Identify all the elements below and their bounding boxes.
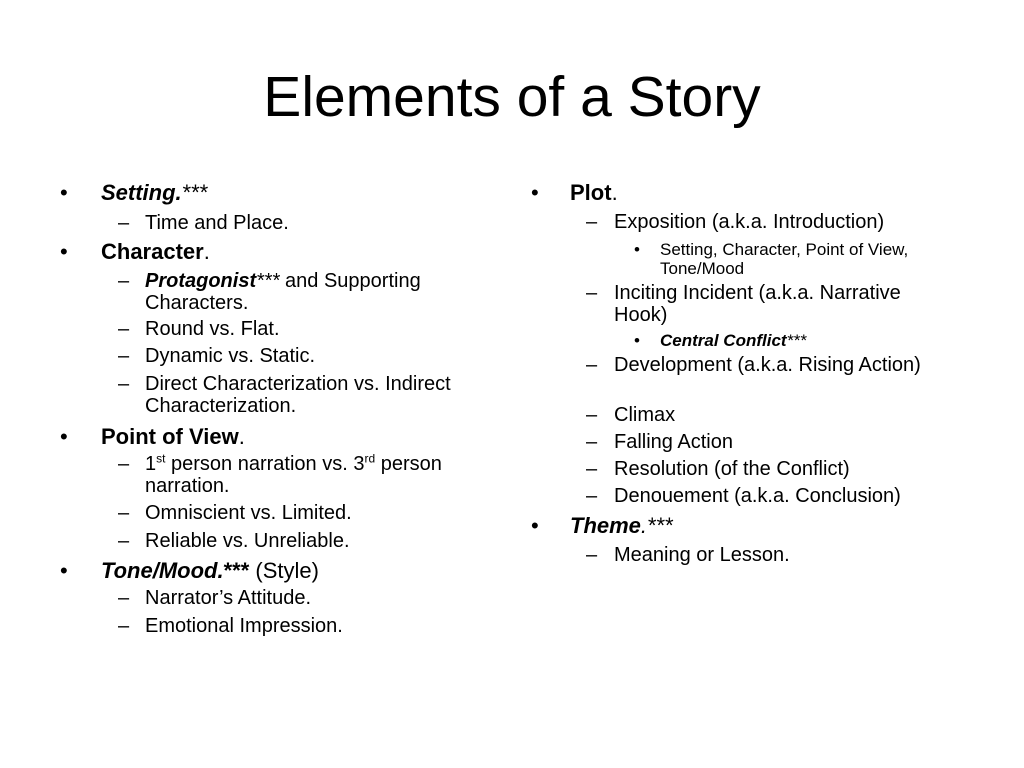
dash-marker: – <box>118 373 130 395</box>
text: person narration. <box>145 453 442 497</box>
sub-item: Emotional Impression. <box>145 615 343 637</box>
sub-sub-item: Central Conflict*** <box>660 331 806 350</box>
bullet-marker: • <box>60 180 68 205</box>
item-point-of-view: Point of View. <box>101 425 245 449</box>
dash-marker: – <box>586 458 598 480</box>
bullet-marker: • <box>634 240 640 259</box>
period: . <box>203 239 210 264</box>
dash-marker: – <box>586 404 598 426</box>
dash-marker: – <box>118 453 130 475</box>
text: (Style) <box>249 558 319 583</box>
text: 1 <box>145 453 157 475</box>
bullet-marker: • <box>60 424 68 449</box>
label: Tone/Mood. <box>101 558 224 583</box>
dash-marker: – <box>586 282 598 304</box>
stars: *** <box>256 270 280 292</box>
superscript: st <box>156 451 166 466</box>
period: . <box>611 180 618 205</box>
dash-marker: – <box>586 544 598 566</box>
sub-item: Meaning or Lesson. <box>614 544 790 566</box>
sub-item: Protagonist*** and Supporting Characters… <box>145 270 505 314</box>
item-theme: Theme.*** <box>570 514 673 538</box>
sub-item: Reliable vs. Unreliable. <box>145 530 350 552</box>
bullet-marker: • <box>634 331 640 350</box>
sub-item: Dynamic vs. Static. <box>145 345 316 367</box>
sub-item: Direct Characterization vs. Indirect Cha… <box>145 373 451 417</box>
dash-marker: – <box>118 212 130 234</box>
dash-marker: – <box>118 270 130 292</box>
dash-marker: – <box>118 530 130 552</box>
dash-marker: – <box>118 502 130 524</box>
label: Point of View <box>101 424 239 449</box>
item-tone-mood: Tone/Mood.*** (Style) <box>101 559 319 583</box>
label: Theme <box>570 513 641 538</box>
text: person narration vs. 3 <box>165 453 365 475</box>
dash-marker: – <box>586 354 598 376</box>
dash-marker: – <box>118 587 130 609</box>
item-setting: Setting.*** <box>101 181 207 205</box>
period: . <box>238 424 245 449</box>
sub-sub-item: Setting, Character, Point of View, Tone/… <box>660 240 909 278</box>
item-plot: Plot. <box>570 181 618 205</box>
sub-item: Inciting Incident (a.k.a. Narrative Hook… <box>614 282 901 326</box>
sub-item: Round vs. Flat. <box>145 318 280 340</box>
dash-marker: – <box>586 431 598 453</box>
sub-item: Falling Action <box>614 431 733 453</box>
sub-item: Denouement (a.k.a. Conclusion) <box>614 485 901 507</box>
stars: .*** <box>640 513 673 538</box>
dash-marker: – <box>118 318 130 340</box>
bullet-marker: • <box>531 180 539 205</box>
bullet-marker: • <box>60 239 68 264</box>
dash-marker: – <box>118 345 130 367</box>
dash-marker: – <box>586 485 598 507</box>
stars: *** <box>181 180 208 205</box>
superscript: rd <box>364 451 376 466</box>
bullet-marker: • <box>60 558 68 583</box>
sub-item: Resolution (of the Conflict) <box>614 458 850 480</box>
label: Central Conflict <box>660 331 787 350</box>
sub-item: Narrator’s Attitude. <box>145 587 312 609</box>
sub-item: Exposition (a.k.a. Introduction) <box>614 211 885 233</box>
sub-item: Time and Place. <box>145 212 289 234</box>
stars: *** <box>786 331 807 350</box>
sub-item: Omniscient vs. Limited. <box>145 502 352 524</box>
slide-title: Elements of a Story <box>263 65 761 129</box>
label: Character <box>101 239 204 264</box>
stars: *** <box>223 558 250 583</box>
sub-item: 1st person narration vs. 3rd person narr… <box>145 451 495 497</box>
text: and Supporting Characters. <box>145 270 421 314</box>
label: Protagonist <box>145 270 257 292</box>
sub-item: Development (a.k.a. Rising Action) <box>614 354 921 376</box>
label: Plot <box>570 180 612 205</box>
item-character: Character. <box>101 240 210 264</box>
label: Setting. <box>101 180 182 205</box>
dash-marker: – <box>586 211 598 233</box>
dash-marker: – <box>118 615 130 637</box>
bullet-marker: • <box>531 513 539 538</box>
sub-item: Climax <box>614 404 676 426</box>
